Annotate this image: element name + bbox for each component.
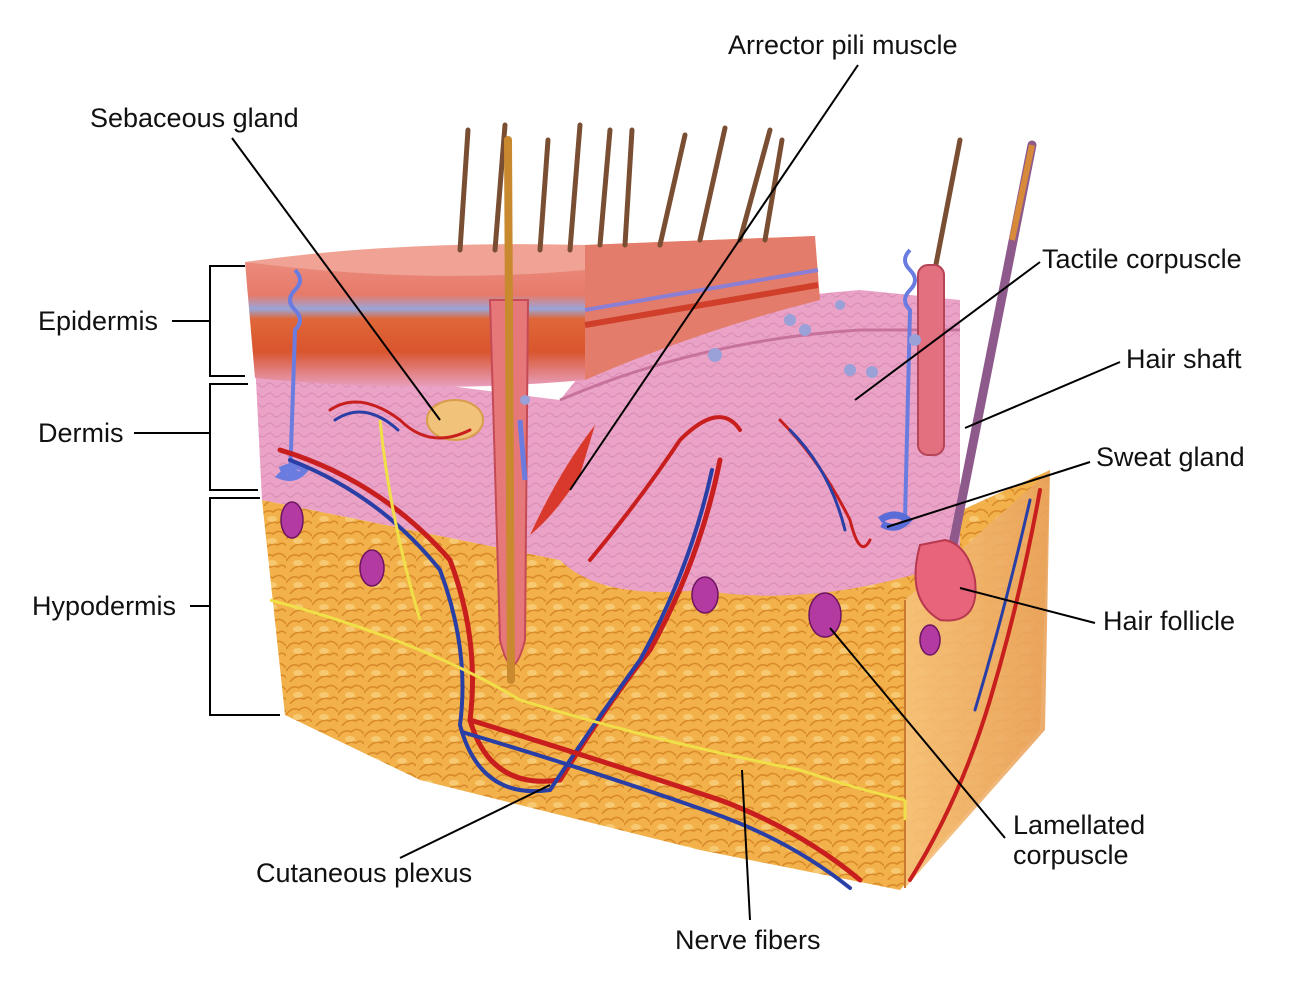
label-lamellated-corpuscle-line1: Lamellated — [1013, 810, 1146, 840]
leader-nerve-fibers — [741, 769, 751, 921]
right-hair-follicle — [914, 538, 977, 622]
label-sweat-gland: Sweat gland — [1096, 442, 1245, 472]
leader-lines — [231, 64, 1121, 921]
leader-sweat-gland — [886, 461, 1091, 528]
layer-brackets — [134, 265, 280, 716]
dermis-layer — [255, 290, 960, 596]
label-sebaceous-gland: Sebaceous gland — [90, 103, 299, 133]
label-arrector-pili-muscle: Arrector pili muscle — [728, 30, 958, 60]
nerve-fibers-lines — [269, 419, 907, 820]
leader-hair-follicle — [959, 587, 1096, 624]
leader-lamellated-corpuscle — [829, 627, 1006, 839]
label-cutaneous-plexus: Cutaneous plexus — [256, 858, 473, 888]
leader-tactile-corpuscle — [854, 261, 1041, 401]
label-nerve-fibers: Nerve fibers — [675, 925, 821, 955]
label-hair-shaft: Hair shaft — [1126, 344, 1242, 374]
tactile-corpuscles — [520, 300, 921, 405]
label-lamellated-corpuscle-line2: corpuscle — [1013, 840, 1129, 870]
arrector-pili-muscle — [530, 425, 595, 535]
label-hypodermis: Hypodermis — [32, 591, 177, 621]
sweat-gland-left — [288, 268, 302, 481]
label-epidermis: Epidermis — [38, 306, 159, 336]
epidermis-side — [585, 236, 820, 380]
leader-cutaneous-plexus — [399, 784, 551, 859]
label-tactile-corpuscle: Tactile corpuscle — [1042, 244, 1242, 274]
sebaceous-gland — [426, 399, 484, 441]
leader-hair-shaft — [964, 361, 1121, 429]
leader-arrector-pili — [569, 64, 859, 491]
label-dermis: Dermis — [38, 418, 124, 448]
leader-sebaceous-gland — [231, 137, 441, 421]
sweat-gland-right — [903, 248, 917, 521]
lamellated-corpuscles — [280, 501, 941, 656]
label-hair-follicle: Hair follicle — [1103, 606, 1236, 636]
blood-vessels — [277, 400, 1042, 890]
